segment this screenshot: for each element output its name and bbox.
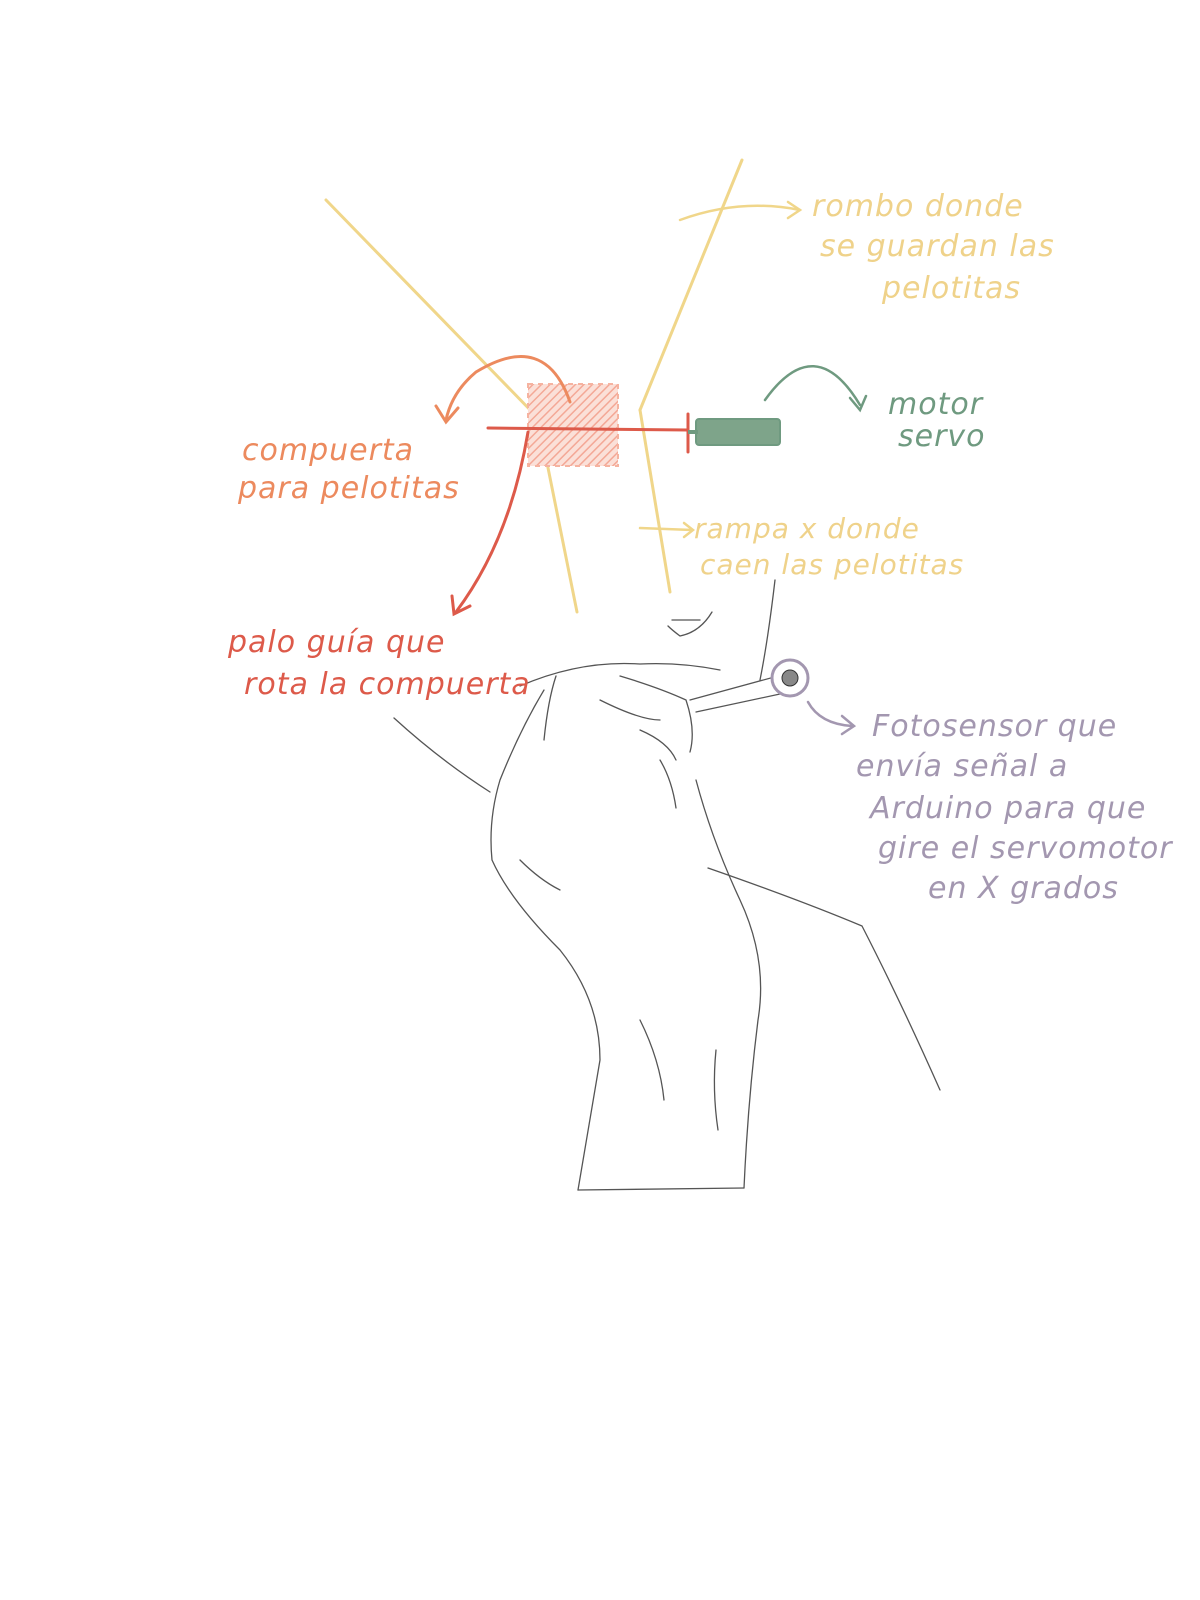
gate-icon xyxy=(527,383,619,467)
label-rombo: rombo donde se guardan las pelotitas xyxy=(812,189,1065,306)
arrow-to-rampa xyxy=(638,521,696,539)
label-palo: palo guía que rota la compuerta xyxy=(227,625,531,702)
photosensor-icon xyxy=(770,658,810,698)
arrow-to-fotosensor xyxy=(806,700,857,736)
label-rampa: rampa x donde caen las pelotitas xyxy=(694,512,964,581)
servo-motor-icon xyxy=(688,418,781,446)
label-fotosensor: Fotosensor que envía señal a Arduino par… xyxy=(856,709,1183,906)
label-compuerta: compuerta para pelotitas xyxy=(237,433,460,506)
arrow-to-motor xyxy=(763,365,868,413)
label-motor: motor servo xyxy=(888,387,994,454)
hand-drawing xyxy=(393,579,941,1191)
arrow-gate-rotation xyxy=(434,355,572,425)
arrow-to-rombo xyxy=(678,200,803,222)
arrow-to-palo xyxy=(450,430,530,617)
